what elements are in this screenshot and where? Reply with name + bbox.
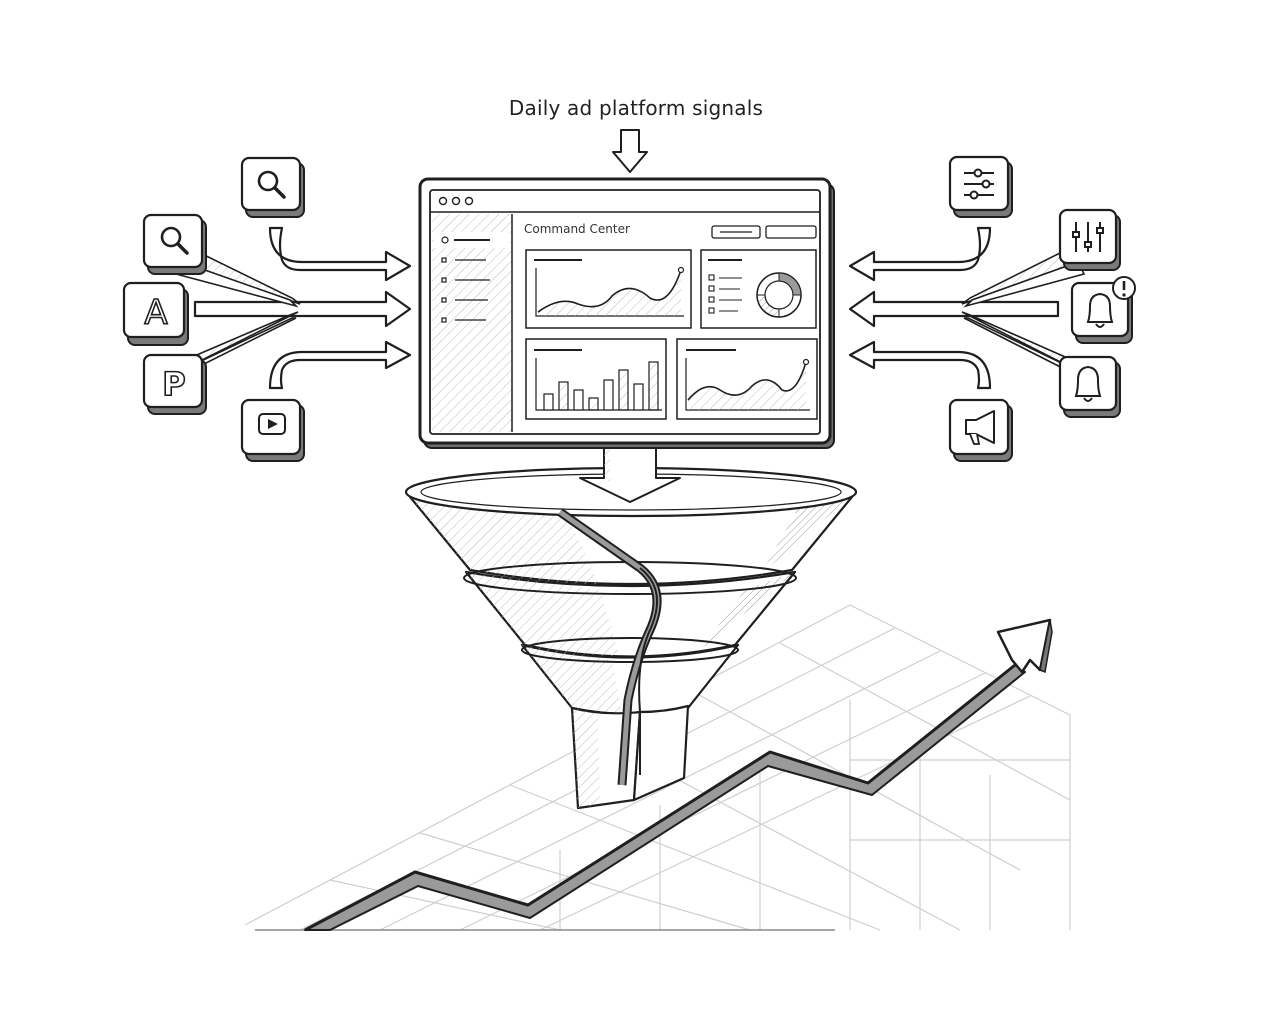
sliders-horizontal-icon (948, 155, 1013, 218)
bar-chart-bars (543, 361, 659, 411)
letter-p-glyph: P (162, 365, 185, 403)
letter-a-icon: A (122, 281, 189, 346)
bar-chart-bar (543, 393, 554, 411)
header-button-2 (765, 225, 817, 239)
monitor-to-funnel-arrow (579, 445, 681, 503)
sliders-vertical-icon (1058, 208, 1121, 271)
bar-chart-bar (558, 381, 569, 411)
search-icon (142, 213, 207, 275)
conversion-funnel (404, 466, 858, 810)
right-signal-streams (961, 246, 1087, 381)
left-source-tiles: A P (122, 156, 305, 462)
caption-down-arrow (612, 129, 648, 173)
bar-chart-bar (633, 383, 644, 411)
right-source-tiles (948, 155, 1136, 462)
bar-chart-bar (648, 361, 659, 411)
growth-grid (244, 604, 1071, 931)
caption-label: Daily ad platform signals (508, 96, 764, 120)
dashboard-title: Command Center (524, 222, 630, 236)
megaphone-icon (948, 398, 1013, 462)
left-incoming-arrows (193, 226, 412, 390)
bar-chart-bar (603, 379, 614, 411)
bar-chart-bar (588, 397, 599, 411)
bar-chart-bar (573, 389, 584, 411)
bar-chart-bar (618, 369, 629, 411)
right-incoming-arrows (848, 226, 1060, 390)
letter-p-icon: P (142, 353, 207, 415)
search-icon (240, 156, 305, 218)
dashboard-monitor (418, 177, 835, 449)
growth-trend-arrow (304, 618, 1053, 932)
video-play-icon (240, 398, 305, 462)
bell-alert-icon (1070, 276, 1136, 344)
bell-icon (1058, 355, 1121, 418)
letter-a-glyph: A (144, 293, 167, 333)
